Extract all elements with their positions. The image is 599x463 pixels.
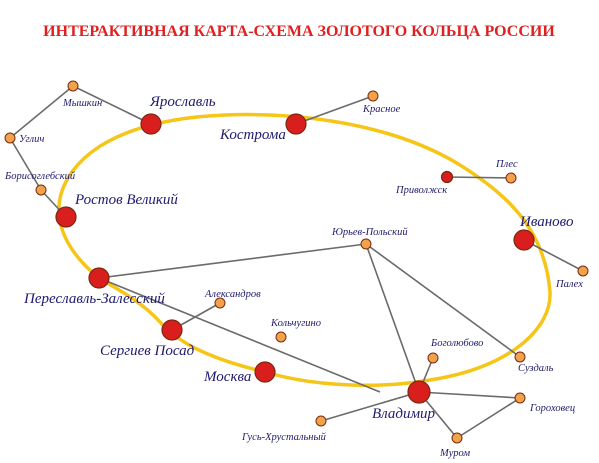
minor-town-labels: Мышкин Углич Борисоглебский Красное Прив… — [4, 98, 583, 459]
city-node-kolchugino[interactable] — [275, 331, 287, 343]
label-myshkin[interactable]: Мышкин — [62, 98, 102, 109]
city-node-pereslavl[interactable] — [88, 267, 110, 289]
city-node-privolzhsk[interactable] — [440, 170, 454, 184]
label-bogolyubovo[interactable]: Боголюбово — [430, 338, 483, 349]
city-node-kostroma[interactable] — [285, 113, 307, 135]
label-suzdal[interactable]: Суздаль — [518, 363, 554, 374]
road-myshkin-yaroslavl — [72, 85, 152, 125]
label-privolzhsk[interactable]: Приволжск — [395, 185, 447, 196]
road-pereslavl-vladimir — [98, 277, 381, 393]
road-yuryev-vladimir — [365, 243, 420, 393]
label-yuryev-polsky[interactable]: Юрьев-Польский — [331, 227, 408, 238]
label-moskva[interactable]: Москва — [203, 369, 251, 385]
city-node-palekh[interactable] — [577, 265, 589, 277]
label-ples[interactable]: Плес — [495, 159, 518, 170]
label-kostroma[interactable]: Кострома — [219, 127, 286, 143]
label-aleksandrov[interactable]: Александров — [204, 289, 261, 300]
label-murom[interactable]: Муром — [439, 448, 470, 459]
road-vladimir-gus — [320, 391, 420, 422]
map-title: ИНТЕРАКТИВНАЯ КАРТА-СХЕМА ЗОЛОТОГО КОЛЬЦ… — [43, 23, 555, 40]
city-node-borisoglebsky[interactable] — [35, 184, 47, 196]
label-sergiev-posad[interactable]: Сергиев Посад — [100, 343, 195, 359]
city-node-aleksandrov[interactable] — [214, 297, 226, 309]
road-kostroma-krasnoe — [295, 95, 374, 125]
road-yuryev-suzdal — [365, 243, 521, 358]
city-node-gorokhovets[interactable] — [514, 392, 526, 404]
city-node-murom[interactable] — [451, 432, 463, 444]
city-node-moskva[interactable] — [254, 361, 276, 383]
label-pereslavl[interactable]: Переславль-Залесский — [23, 291, 165, 307]
city-node-sergiev-posad[interactable] — [161, 319, 183, 341]
label-vladimir[interactable]: Владимир — [372, 406, 436, 422]
label-kolchugino[interactable]: Кольчугино — [270, 318, 321, 329]
city-node-gus-khrustalny[interactable] — [315, 415, 327, 427]
city-node-yuryev-polsky[interactable] — [360, 238, 372, 250]
road-uglich-borisoglebsky — [9, 137, 42, 191]
label-borisoglebsky[interactable]: Борисоглебский — [4, 171, 76, 182]
major-cities — [55, 113, 535, 404]
label-yaroslavl[interactable]: Ярославль — [149, 94, 216, 110]
label-uglich[interactable]: Углич — [19, 134, 44, 145]
city-node-ples[interactable] — [505, 172, 517, 184]
minor-towns — [4, 80, 589, 444]
road-pereslavl-yuryev — [98, 243, 367, 279]
road-murom-gorokhovets — [456, 397, 521, 439]
city-node-yaroslavl[interactable] — [140, 113, 162, 135]
label-palekh[interactable]: Палех — [555, 279, 583, 290]
road-myshkin-uglich — [9, 85, 74, 139]
label-ivanovo[interactable]: Иваново — [519, 214, 574, 230]
road-ivanovo-palekh — [523, 239, 584, 272]
major-city-labels: Ярославль Кострома Ростов Великий Иванов… — [23, 94, 574, 422]
city-node-rostov[interactable] — [55, 206, 77, 228]
label-rostov[interactable]: Ростов Великий — [74, 192, 178, 208]
city-node-krasnoe[interactable] — [367, 90, 379, 102]
label-krasnoe[interactable]: Красное — [362, 104, 401, 115]
city-node-suzdal[interactable] — [514, 351, 526, 363]
city-node-myshkin[interactable] — [67, 80, 79, 92]
label-gus-khrustalny[interactable]: Гусь-Хрустальный — [241, 432, 327, 443]
road-vladimir-gorokhovets — [418, 391, 521, 399]
city-node-uglich[interactable] — [4, 132, 16, 144]
city-node-vladimir[interactable] — [407, 380, 431, 404]
road-lines — [9, 85, 584, 439]
city-node-ivanovo[interactable] — [513, 229, 535, 251]
road-privolzhsk-ples — [446, 176, 512, 179]
label-gorokhovets[interactable]: Гороховец — [529, 403, 575, 414]
city-node-bogolyubovo[interactable] — [427, 352, 439, 364]
